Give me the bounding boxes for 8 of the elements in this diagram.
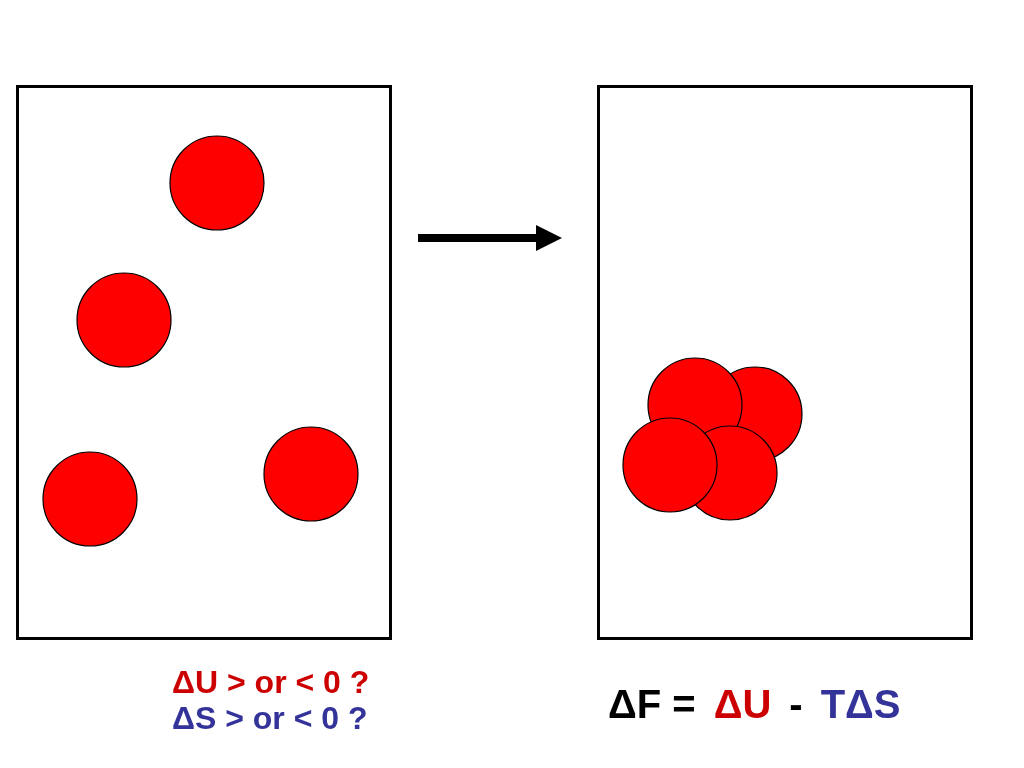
formula-term: ΔU bbox=[713, 682, 772, 726]
formula-term: TΔS bbox=[820, 682, 901, 726]
formula-term: ΔF = bbox=[608, 682, 696, 726]
container-box bbox=[16, 85, 392, 640]
formula-operator: - bbox=[789, 682, 803, 726]
entropy-change-question: ΔS > or < 0 ? bbox=[172, 701, 368, 737]
energy-change-question: ΔU > or < 0 ? bbox=[172, 665, 370, 701]
container-box bbox=[597, 85, 973, 640]
